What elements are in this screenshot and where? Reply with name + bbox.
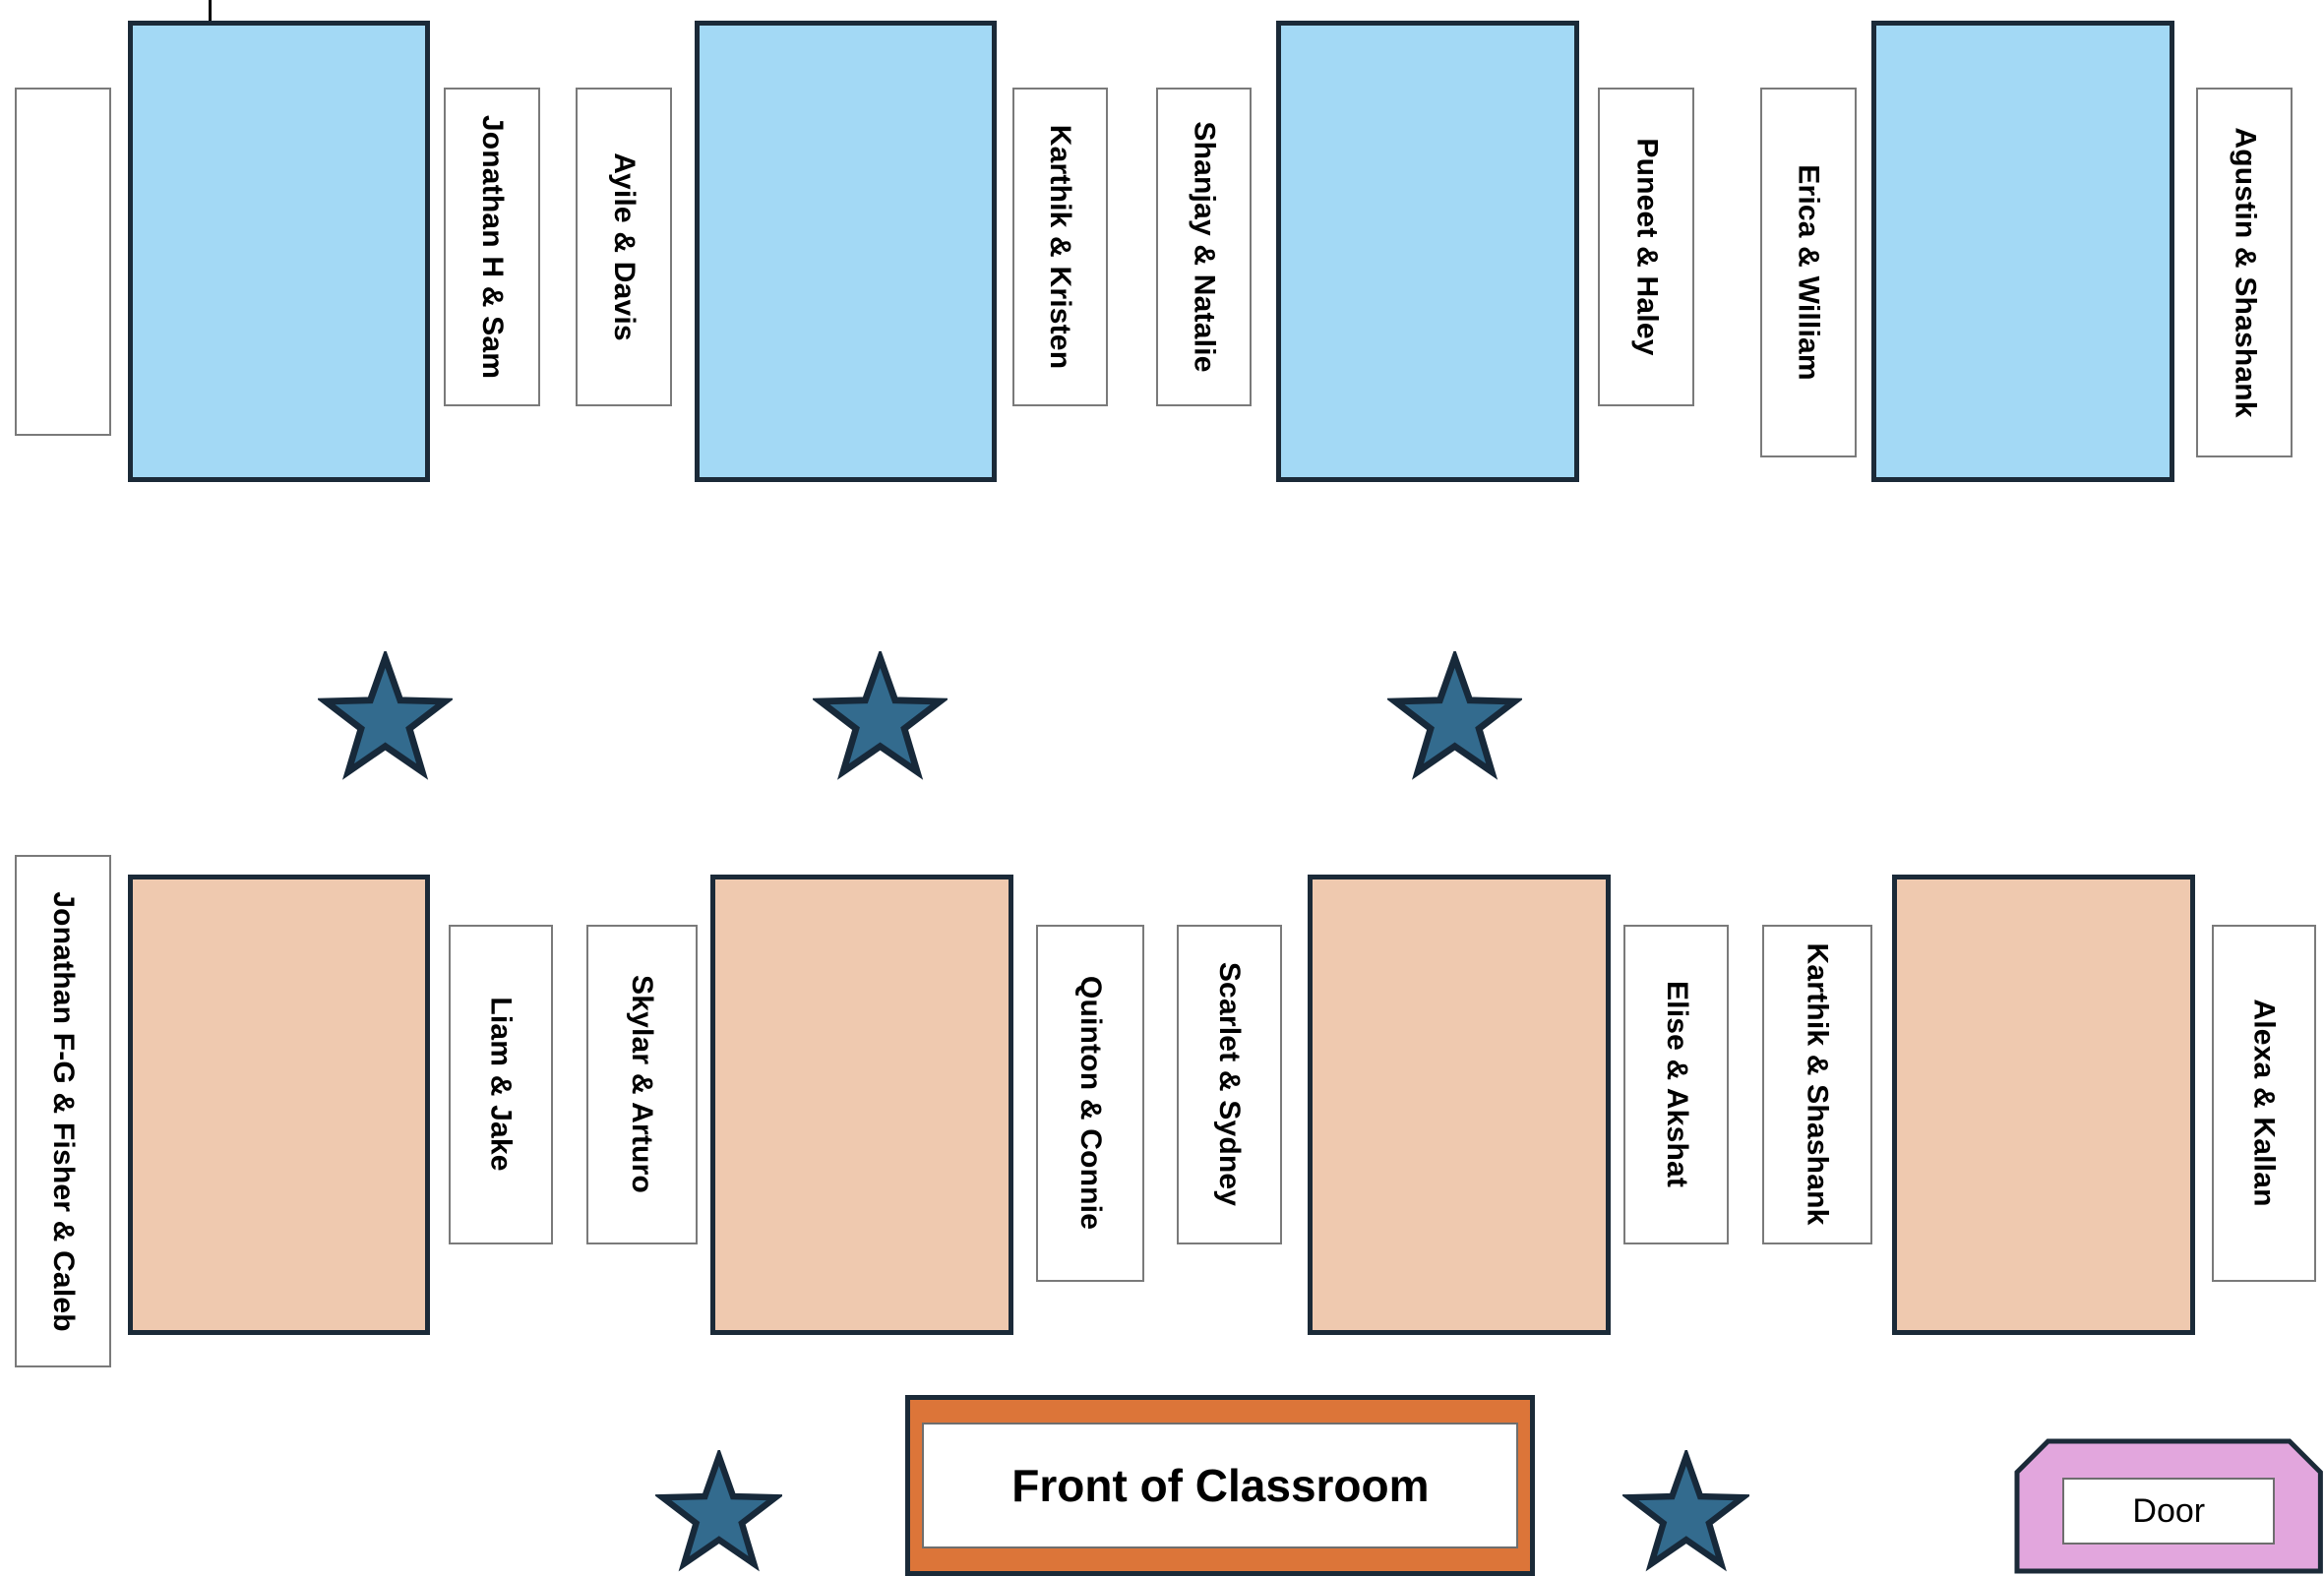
star-icon-star-3: [1386, 650, 1522, 780]
name-label-text: Liam & Jake: [484, 997, 518, 1173]
desk-back-desk-1[interactable]: [127, 21, 431, 482]
name-label-text: Karthik & Shashank: [1801, 942, 1834, 1226]
name-label-back-label-0[interactable]: [15, 88, 111, 436]
name-label-text: Shanjay & Natalie: [1188, 121, 1221, 373]
front-of-classroom-label: Front of Classroom: [1011, 1459, 1430, 1511]
door-label: Door: [2132, 1491, 2206, 1530]
name-label-text: Ayile & Davis: [607, 152, 641, 341]
desk-front-desk-4[interactable]: [1892, 874, 2195, 1336]
front-of-classroom-banner[interactable]: Front of Classroom: [905, 1394, 1536, 1576]
name-label-back-label-2[interactable]: Ayile & Davis: [576, 88, 672, 406]
name-label-text: Skylar & Arturo: [626, 975, 659, 1194]
name-label-front-label-7[interactable]: Alexa & Kallan: [2211, 925, 2317, 1282]
leader-line: [208, 0, 212, 39]
name-label-front-label-0[interactable]: Jonathan F-G & Fisher & Caleb: [15, 855, 111, 1368]
name-label-text: Quinton & Connie: [1073, 976, 1107, 1231]
name-label-text: Puneet & Haley: [1630, 138, 1664, 356]
name-label-text: Jonathan F-G & Fisher & Caleb: [47, 890, 80, 1332]
door-shape[interactable]: Door: [2014, 1438, 2323, 1574]
name-label-back-label-5[interactable]: Puneet & Haley: [1598, 88, 1694, 406]
name-label-front-label-2[interactable]: Skylar & Arturo: [585, 925, 698, 1244]
star-icon-star-1: [318, 650, 454, 780]
desk-back-desk-4[interactable]: [1870, 21, 2174, 482]
name-label-front-label-3[interactable]: Quinton & Connie: [1035, 925, 1144, 1282]
star-icon-star-2: [812, 650, 948, 780]
name-label-back-label-6[interactable]: Erica & William: [1760, 88, 1857, 458]
door-label-box: Door: [2062, 1478, 2276, 1546]
name-label-text: Jonathan H & Sam: [475, 114, 509, 379]
desk-back-desk-3[interactable]: [1275, 21, 1579, 482]
desk-front-desk-2[interactable]: [710, 874, 1014, 1336]
name-label-back-label-1[interactable]: Jonathan H & Sam: [444, 88, 540, 406]
name-label-front-label-5[interactable]: Elise & Akshat: [1623, 925, 1729, 1244]
name-label-text: Erica & William: [1792, 164, 1825, 382]
name-label-back-label-7[interactable]: Agustin & Shashank: [2196, 88, 2293, 458]
name-label-front-label-4[interactable]: Scarlet & Sydney: [1177, 925, 1282, 1244]
desk-front-desk-3[interactable]: [1307, 874, 1611, 1336]
name-label-text: Karthik & Kristen: [1044, 124, 1077, 370]
name-label-back-label-3[interactable]: Karthik & Kristen: [1011, 88, 1109, 406]
name-label-back-label-4[interactable]: Shanjay & Natalie: [1155, 88, 1253, 406]
name-label-front-label-6[interactable]: Karthik & Shashank: [1761, 925, 1873, 1244]
star-icon-star-4: [654, 1449, 783, 1571]
name-label-text: Scarlet & Sydney: [1213, 962, 1247, 1207]
front-of-classroom-inner-box: Front of Classroom: [922, 1422, 1519, 1548]
desk-front-desk-1[interactable]: [127, 874, 431, 1336]
name-label-text: Agustin & Shashank: [2229, 127, 2262, 418]
name-label-front-label-1[interactable]: Liam & Jake: [448, 925, 554, 1244]
name-label-text: Elise & Akshat: [1660, 981, 1693, 1188]
star-icon-star-5: [1621, 1449, 1750, 1571]
desk-back-desk-2[interactable]: [694, 21, 998, 482]
name-label-text: Alexa & Kallan: [2248, 999, 2282, 1207]
